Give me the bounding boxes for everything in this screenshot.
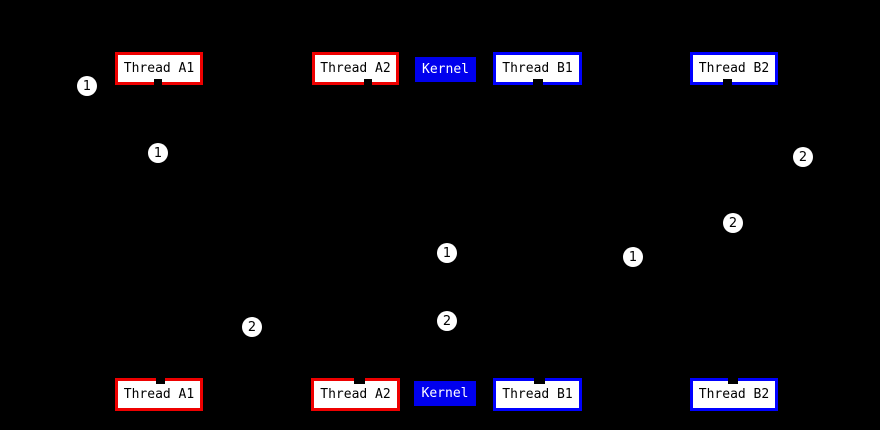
step-marker-1: 1 (148, 143, 168, 163)
step-marker-label: 1 (153, 145, 163, 161)
lifeline-notch (154, 79, 162, 85)
node-label: Thread A1 (123, 387, 195, 402)
node-label: Thread B1 (502, 61, 573, 76)
lifeline-notch (533, 79, 543, 85)
lifeline-notch (728, 378, 738, 384)
step-marker-1: 1 (77, 76, 97, 96)
node-label: Kernel (421, 386, 469, 401)
step-marker-label: 1 (628, 249, 638, 265)
node-label: Thread B2 (698, 61, 770, 76)
node-label: Thread A1 (123, 61, 195, 76)
step-marker-2: 2 (242, 317, 262, 337)
node-label: Thread A2 (320, 61, 391, 76)
node-label: Thread B1 (502, 387, 573, 402)
step-marker-2: 2 (723, 213, 743, 233)
step-marker-2: 2 (793, 147, 813, 167)
lifeline-notch (364, 79, 372, 85)
node-kernel-bottom: Kernel (414, 381, 476, 406)
node-thread-a2-top: Thread A2 (312, 52, 399, 85)
step-marker-label: 2 (798, 149, 808, 165)
step-marker-1: 1 (437, 243, 457, 263)
step-marker-label: 2 (442, 313, 452, 329)
step-marker-1: 1 (623, 247, 643, 267)
lifeline-notch (353, 378, 365, 384)
step-marker-2: 2 (437, 311, 457, 331)
node-label: Kernel (422, 62, 469, 77)
step-marker-label: 2 (728, 215, 738, 231)
step-marker-label: 2 (247, 319, 257, 335)
node-thread-b2-top: Thread B2 (690, 52, 778, 85)
node-kernel-top: Kernel (415, 57, 476, 82)
lifeline-notch (722, 79, 732, 85)
node-label: Thread B2 (698, 387, 770, 402)
step-marker-label: 1 (442, 245, 452, 261)
lifeline-notch (155, 378, 165, 384)
step-marker-label: 1 (82, 78, 92, 94)
lifeline-notch (533, 378, 545, 384)
node-label: Thread A2 (320, 387, 391, 402)
